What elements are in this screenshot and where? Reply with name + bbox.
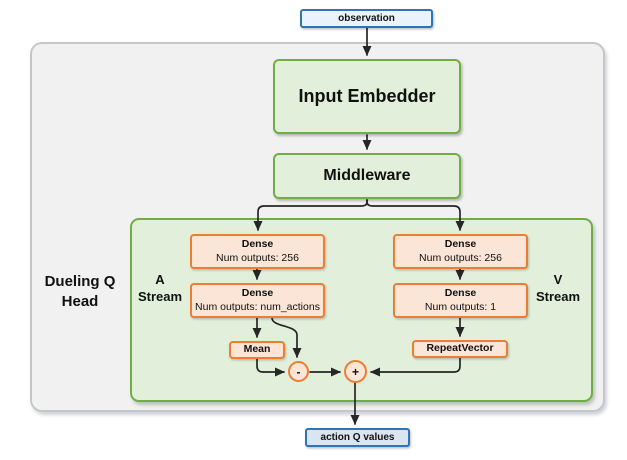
input-embedder-node: Input Embedder: [273, 59, 461, 134]
dense-a2-title: Dense: [241, 287, 274, 300]
dense-v1-node: Dense Num outputs: 256: [393, 234, 528, 269]
dense-a1-node: Dense Num outputs: 256: [190, 234, 325, 269]
dense-a1-title: Dense: [241, 238, 274, 251]
dense-v1-title: Dense: [444, 238, 477, 251]
a-stream-label-line1: A: [155, 272, 165, 287]
dense-a2-node: Dense Num outputs: num_actions: [190, 283, 325, 318]
a-stream-label-line2: Stream: [137, 288, 183, 304]
a-stream-label: A Stream: [130, 272, 190, 306]
dense-v1-subtitle: Num outputs: 256: [419, 251, 502, 264]
dense-a1-subtitle: Num outputs: 256: [216, 251, 299, 264]
dense-a2-subtitle: Num outputs: num_actions: [195, 300, 320, 313]
dueling-q-head-label-line1: Dueling Q: [44, 273, 116, 290]
middleware-node: Middleware: [273, 153, 461, 199]
dense-v2-subtitle: Num outputs: 1: [424, 300, 497, 313]
v-stream-label: V Stream: [528, 272, 588, 306]
action-q-values-node: action Q values: [305, 428, 410, 447]
dueling-q-head-label: Dueling Q Head: [25, 272, 135, 311]
subtract-operator-node: -: [288, 361, 309, 382]
dense-v2-node: Dense Num outputs: 1: [393, 283, 528, 318]
repeatvector-node: RepeatVector: [412, 340, 508, 358]
dueling-q-head-label-line2: Head: [61, 292, 99, 310]
observation-node: observation: [300, 9, 433, 28]
add-operator-node: +: [344, 360, 367, 383]
v-stream-label-line1: V: [553, 272, 563, 287]
mean-node: Mean: [229, 341, 285, 359]
dense-v2-title: Dense: [444, 287, 477, 300]
v-stream-label-line2: Stream: [535, 288, 581, 304]
